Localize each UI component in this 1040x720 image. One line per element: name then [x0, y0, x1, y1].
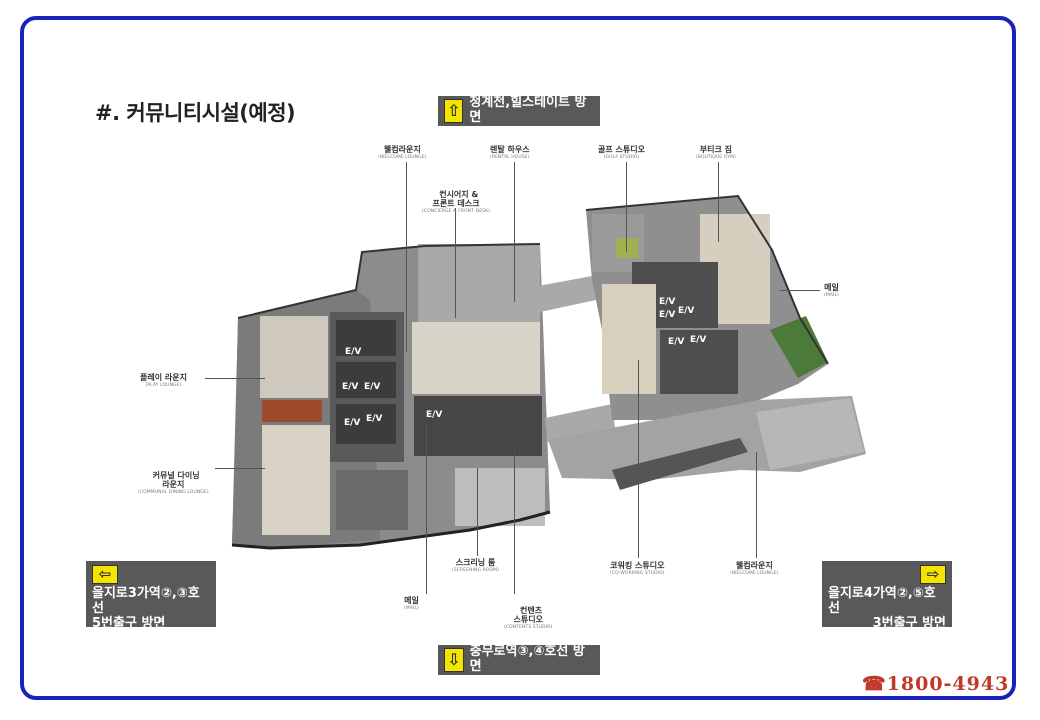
- leader-line: [426, 424, 427, 594]
- direction-bottom: ⇩ 충무로역③,④호선 방면: [438, 644, 600, 675]
- garden: [770, 316, 828, 378]
- welcome-lounge-terrace: [756, 398, 864, 470]
- leader-line: [455, 208, 456, 318]
- ev-label: E/V: [426, 410, 443, 420]
- label-welcome-lounge-bottom: 웰컴라운지(WELCOME LOUNGE): [730, 561, 779, 576]
- label-boutique-gym: 부티크 짐(BOUTIQUE GYM): [696, 145, 736, 160]
- ev-core-right-bottom: [660, 330, 738, 394]
- ev-label: E/V: [678, 306, 695, 316]
- phone-number[interactable]: ☎1800-4943: [862, 673, 1010, 695]
- direction-bottom-text: 충무로역③,④호선 방면: [469, 644, 585, 674]
- ev-label: E/V: [668, 337, 685, 347]
- ev-label: E/V: [344, 418, 361, 428]
- direction-top: ⇧ 청계천,힐스테이트 방면: [438, 95, 600, 126]
- label-communal-dining: 커뮤널 다이닝 라운지(COMMUNAL DINING LOUNGE): [138, 470, 209, 495]
- arrow-up-icon: ⇧: [444, 99, 464, 123]
- direction-top-text: 청계천,힐스테이트 방면: [469, 95, 587, 125]
- label-golf-studio: 골프 스튜디오(GOLF STUDIO): [598, 145, 645, 160]
- label-concierge: 컨시어지 & 프론트 데스크(CONCIERGE & FRONT DESK): [422, 189, 491, 214]
- label-contents-studio: 컨텐츠 스튜디오(CONTENTS STUDIO): [504, 605, 553, 630]
- ev-label: E/V: [366, 414, 383, 424]
- direction-right-line2: 3번출구 방면: [872, 616, 946, 632]
- label-mail-right: 메일(MAIL): [824, 283, 839, 298]
- label-coworking-studio: 코워킹 스튜디오(CO-WORKING STUDIO): [610, 561, 665, 576]
- bridge-top: [538, 276, 596, 312]
- leader-line: [780, 290, 820, 291]
- arrow-left-icon: ⇦: [92, 565, 118, 585]
- leader-line: [626, 162, 627, 252]
- bridge-bottom: [545, 404, 615, 442]
- ev-label: E/V: [364, 382, 381, 392]
- leader-line: [756, 452, 757, 558]
- page-title: #. 커뮤니티시설(예정): [95, 101, 296, 125]
- leader-line: [514, 452, 515, 594]
- escalator: [612, 438, 748, 490]
- direction-right-line1: 을지로4가역②,⑤호선: [828, 586, 936, 617]
- ev-label: E/V: [345, 347, 362, 357]
- ev-label: E/V: [659, 297, 676, 307]
- coworking-studio: [602, 284, 656, 394]
- arrow-down-icon: ⇩: [444, 648, 464, 672]
- direction-right: ⇨ 을지로4가역②,⑤호선 3번출구 방면: [822, 561, 952, 631]
- ev-label: E/V: [659, 310, 676, 320]
- ev-label: E/V: [690, 335, 707, 345]
- leader-line: [406, 162, 407, 352]
- label-play-lounge: 플레이 라운지(PLAY LOUNGE): [140, 373, 187, 388]
- label-screening-room: 스크리닝 룸(SCREENING ROOM): [452, 558, 499, 573]
- play-lounge-room: [260, 316, 328, 398]
- leader-line: [638, 360, 639, 558]
- leader-line: [514, 162, 515, 302]
- screening-room-area: [414, 396, 542, 456]
- rental-house: [418, 244, 540, 324]
- label-welcome-lounge-top: 웰컴라운지(WELCOME LOUNGE): [378, 145, 427, 160]
- arrow-right-icon: ⇨: [920, 565, 946, 585]
- direction-left-line1: 을지로3가역②,③호선: [92, 586, 200, 617]
- dining-lounge-room: [262, 425, 330, 535]
- direction-left-line2: 5번출구 방면: [92, 616, 166, 632]
- leader-line: [215, 468, 265, 469]
- concierge-area: [412, 322, 540, 394]
- direction-left: ⇦ 을지로3가역②,③호선 5번출구 방면: [86, 561, 216, 631]
- leader-line: [205, 378, 265, 379]
- leader-line: [718, 162, 719, 242]
- label-mail-bottom: 메일(MAIL): [404, 596, 419, 611]
- ev-label: E/V: [342, 382, 359, 392]
- label-rental-house: 렌탈 하우스(RENTAL HOUSE): [490, 145, 530, 160]
- leader-line: [477, 468, 478, 556]
